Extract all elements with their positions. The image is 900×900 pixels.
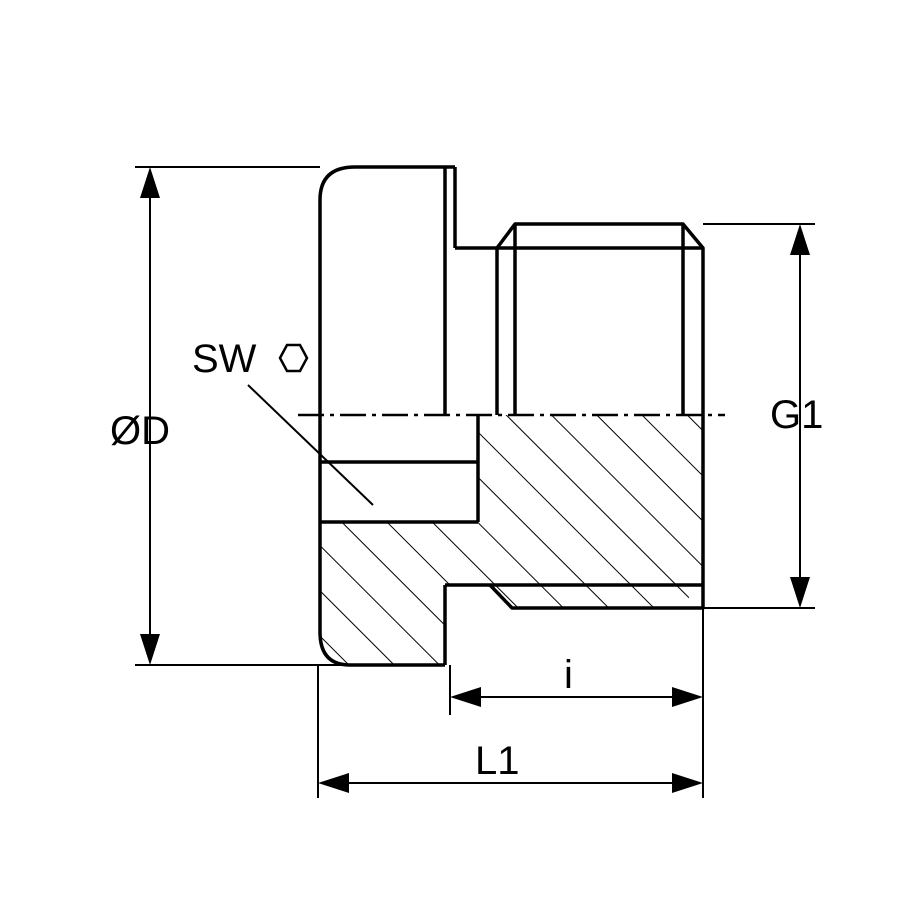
arrow-d-top [140, 167, 160, 198]
label-wrench-size: SW [192, 337, 257, 381]
label-thread-length: i [564, 653, 573, 697]
dimension-lines [135, 166, 815, 798]
arrow-l1-right [672, 773, 703, 793]
arrow-g1-top [790, 224, 810, 255]
hexagon-icon [278, 343, 309, 373]
hatch-thread-root [490, 585, 700, 608]
thread-root-outline [488, 415, 705, 610]
sw-leader-line [247, 384, 374, 506]
section-hatching [320, 415, 703, 665]
hatch-head [320, 522, 445, 665]
thread-outline-top [495, 222, 705, 415]
head-outline [318, 165, 447, 415]
label-length: L1 [475, 739, 520, 783]
arrow-i-left [450, 687, 481, 707]
arrow-i-right [672, 687, 703, 707]
label-diameter: ØD [110, 409, 170, 453]
arrow-l1-left [318, 773, 349, 793]
part-outline [318, 165, 705, 667]
hatch-thread-body [445, 415, 703, 585]
arrowheads [140, 167, 810, 793]
arrow-d-bottom [140, 634, 160, 665]
arrow-g1-bottom [790, 577, 810, 608]
label-thread: G1 [770, 393, 823, 437]
